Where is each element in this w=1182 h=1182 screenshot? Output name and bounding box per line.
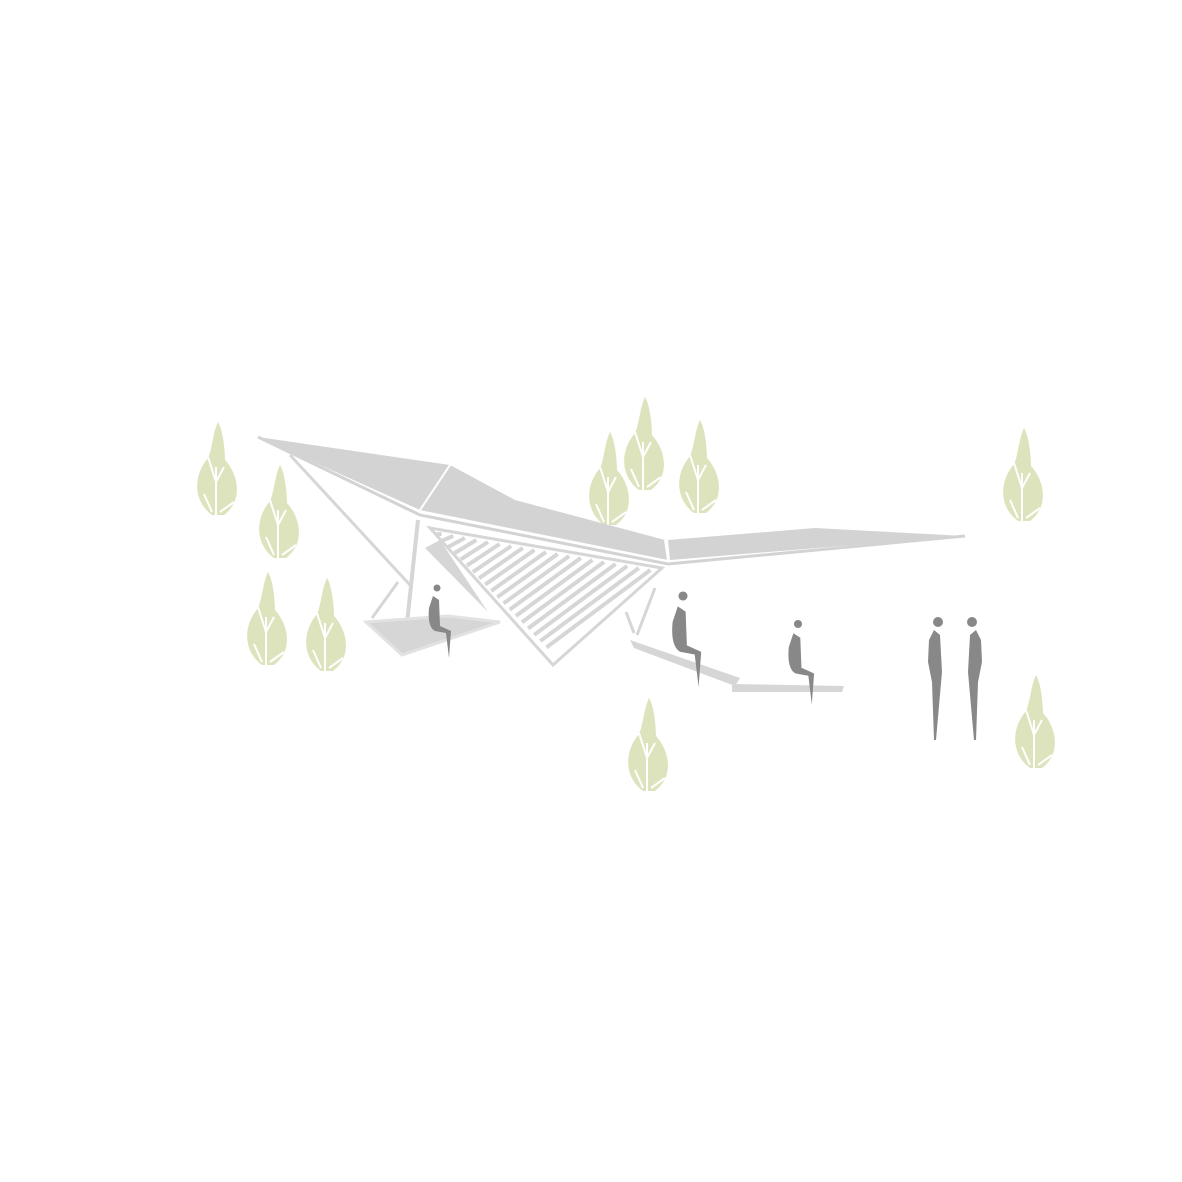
hatch-line [545, 568, 652, 649]
hatch-line [459, 540, 490, 562]
tree-canopy [589, 432, 629, 525]
tree-branches [630, 431, 662, 490]
tree-canopy [628, 698, 668, 791]
tree-branches [1021, 709, 1053, 768]
tree [1003, 428, 1043, 521]
hatch-line [514, 558, 594, 618]
person-body [428, 596, 451, 658]
standing-person [967, 617, 982, 740]
seated-person [672, 591, 702, 687]
tree-branches [265, 499, 297, 558]
hatch-line [484, 548, 536, 587]
tree-branches [203, 456, 235, 515]
tree [628, 698, 668, 791]
standing-person [928, 617, 943, 740]
tree [247, 572, 287, 665]
tree [1015, 675, 1055, 768]
roof-edge [257, 435, 966, 566]
person-body [788, 633, 815, 705]
people [428, 584, 982, 740]
roof-center [420, 465, 668, 560]
hatch-line [496, 552, 559, 599]
diagonal-rod [288, 453, 412, 587]
inner-panel [425, 540, 488, 612]
tree-canopy [197, 422, 237, 515]
person-head [967, 617, 977, 627]
hatch-line [533, 564, 629, 637]
hatch-line [471, 544, 513, 574]
tree-branches [634, 732, 666, 791]
support-strut [370, 581, 400, 619]
tree-canopy [306, 578, 346, 671]
roof-right-wing [668, 528, 965, 560]
person-head [433, 584, 441, 592]
person-head [678, 591, 688, 601]
roof-ridge [419, 464, 451, 511]
hatch-line [502, 554, 571, 606]
right-strut [635, 587, 657, 636]
right-strut [624, 611, 636, 634]
tree [679, 420, 719, 513]
hatch-line [465, 542, 501, 568]
seated-person [428, 584, 451, 658]
seated-person [788, 619, 815, 705]
hatch-line [441, 534, 454, 543]
tree-canopy [247, 572, 287, 665]
hatch-line [447, 536, 466, 549]
person-body [928, 630, 942, 740]
tree-branches [312, 612, 344, 671]
person-head [933, 617, 943, 627]
tree-canopy [624, 397, 664, 490]
hatch-line [453, 538, 478, 555]
hatch-line [508, 556, 582, 612]
tree-canopy [1003, 428, 1043, 521]
slanted-bench [630, 640, 740, 686]
trees [197, 397, 1055, 791]
tree [259, 465, 299, 558]
tree [589, 432, 629, 525]
tree-canopy [1015, 675, 1055, 768]
tree [306, 578, 346, 671]
roof-left-wing [258, 437, 450, 510]
tree [197, 422, 237, 515]
pavilion [257, 435, 966, 692]
tree-branches [1009, 462, 1041, 521]
tree [624, 397, 664, 490]
tree-branches [685, 454, 717, 513]
tree-canopy [259, 465, 299, 558]
roof-ridge [664, 539, 669, 561]
tree-branches [253, 606, 285, 665]
flat-bench [732, 684, 844, 692]
tree-canopy [679, 420, 719, 513]
hatch-line [526, 562, 617, 631]
hatch-lines [436, 532, 652, 649]
hatch-line [477, 546, 524, 580]
left-platform [362, 614, 501, 657]
tree-branches [595, 466, 627, 525]
hatch-line [520, 560, 606, 624]
hatch-line [490, 550, 548, 593]
hatch-line [539, 566, 640, 643]
person-head [793, 619, 803, 629]
person-body [672, 606, 702, 687]
person-body [968, 630, 982, 740]
